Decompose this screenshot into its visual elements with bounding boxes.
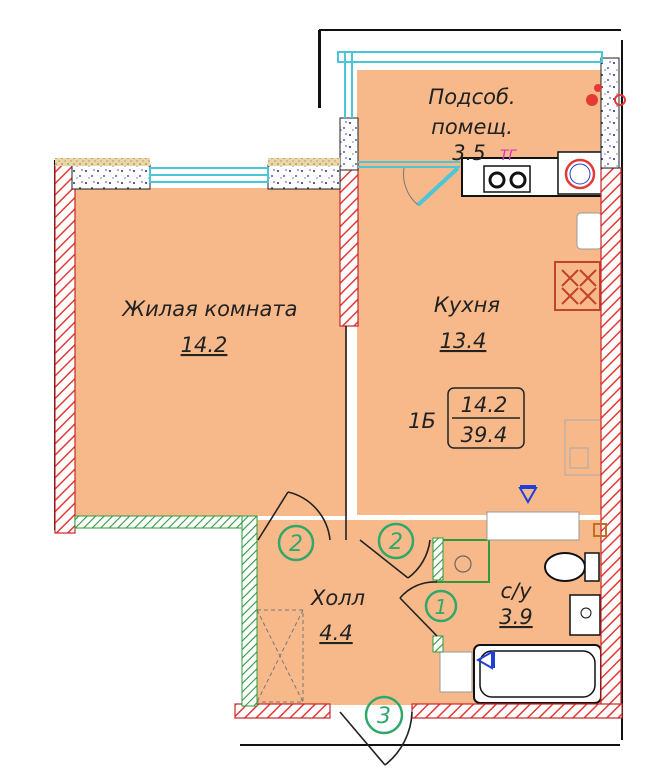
apartment-total-area: 39.4 xyxy=(461,423,508,447)
bathroom-cabinet xyxy=(486,511,580,541)
windows xyxy=(149,51,603,183)
stone-walls xyxy=(55,57,620,190)
burner-icon xyxy=(509,171,527,189)
partitions xyxy=(74,515,444,707)
walls xyxy=(54,164,623,719)
hall-name: Холл xyxy=(310,586,365,610)
drain-icon xyxy=(454,555,472,573)
door-markers: 2 2 1 3 xyxy=(277,522,458,735)
riser-icons xyxy=(586,84,626,537)
hall-wardrobe xyxy=(256,609,304,703)
door-marker-3: 3 xyxy=(377,704,391,729)
washing-machine xyxy=(439,651,473,693)
bathroom-fixtures xyxy=(436,511,602,704)
doors xyxy=(257,326,438,766)
triangle-left-icon xyxy=(475,650,493,670)
kitchen-fixtures xyxy=(461,151,603,476)
utility-area: 3.5 xyxy=(452,141,485,165)
living-name: Жилая комната xyxy=(121,297,298,321)
triangle-down-icon xyxy=(518,487,538,505)
fridge xyxy=(576,212,603,250)
apartment-living-area: 14.2 xyxy=(461,393,508,417)
toilet-icon xyxy=(544,552,586,582)
bathroom-area: 3.9 xyxy=(499,605,532,629)
door-marker-2b: 2 xyxy=(389,530,403,555)
door-marker-2a: 2 xyxy=(289,532,303,557)
apartment-summary: 1Б 14.2 39.4 xyxy=(408,387,525,449)
living-floor xyxy=(75,188,347,516)
hall-floor xyxy=(257,540,437,705)
apartment-type: 1Б xyxy=(408,409,436,433)
living-area: 14.2 xyxy=(181,333,228,357)
stove-burners-icon xyxy=(561,269,597,305)
tag-markers xyxy=(475,485,538,670)
hall-area: 4.4 xyxy=(319,621,352,645)
gas-meter-label: ТГ xyxy=(500,148,518,164)
kitchen-area: 13.4 xyxy=(440,329,487,353)
balcony-door xyxy=(403,166,460,207)
kitchen-floor xyxy=(357,170,603,515)
floors xyxy=(75,70,603,705)
washbasin-icon xyxy=(569,594,601,636)
utility-name-line1: Подсоб. xyxy=(428,85,515,109)
door-marker-1: 1 xyxy=(435,595,448,619)
room-labels: Подсоб. помещ. 3.5 ТГ Жилая комната 14.2… xyxy=(121,85,533,645)
bathroom-name: с/у xyxy=(500,579,532,603)
burner-icon xyxy=(488,171,506,189)
utility-name-line2: помещ. xyxy=(431,115,513,139)
kitchen-name: Кухня xyxy=(434,293,500,317)
shower-tray xyxy=(436,539,490,583)
